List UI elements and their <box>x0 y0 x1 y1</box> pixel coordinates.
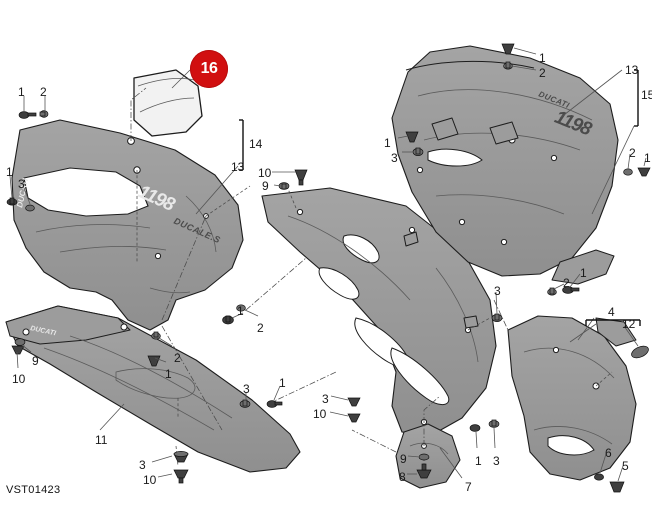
callout-label: 2 <box>174 351 181 365</box>
callout-label: 7 <box>465 480 472 494</box>
callout-label: 4 <box>608 305 615 319</box>
windscreen-part-16 <box>133 69 203 137</box>
fastener-1a <box>18 111 37 119</box>
callout-label: 8 <box>399 470 406 484</box>
fastener-6a <box>594 473 604 481</box>
callout-label: 3 <box>322 392 329 406</box>
callout-label: 9 <box>262 179 269 193</box>
fastener-3b <box>25 204 35 212</box>
callout-label: 1 <box>475 454 482 468</box>
highlight-badge-16[interactable]: 16 <box>190 50 228 88</box>
callout-label: 6 <box>605 446 612 460</box>
callout-label: 1 <box>580 266 587 280</box>
callout-label: 10 <box>143 473 157 487</box>
callout-label: 15 <box>641 88 652 102</box>
fastener-5a <box>609 481 625 493</box>
callout-label: 1 <box>165 367 172 381</box>
fastener-1f <box>405 131 419 143</box>
fastener-9c <box>418 453 430 461</box>
fastener-3g <box>491 313 503 322</box>
callout-label: 5 <box>622 459 629 473</box>
fastener-10a <box>294 169 308 186</box>
dimension-brackets <box>195 69 641 343</box>
fastener-10c <box>11 345 25 355</box>
fastener-3a <box>6 197 18 206</box>
callout-leaders <box>9 47 647 482</box>
fastener-9b <box>14 338 26 346</box>
callout-label: 9 <box>32 354 39 368</box>
fastener-10d <box>347 413 361 423</box>
fastener-symbols <box>6 43 651 493</box>
fastener-2d <box>503 61 513 70</box>
fastener-2f <box>547 287 557 296</box>
callout-label: 3 <box>243 382 250 396</box>
fastener-2b <box>236 304 246 312</box>
callout-label: 13 <box>625 63 639 77</box>
fastener-2e <box>623 168 633 176</box>
right-upper-fairing-panel: DUCATI 1198 <box>391 45 619 285</box>
callout-label: 1 <box>539 51 546 65</box>
callout-label: 3 <box>139 458 146 472</box>
callout-label: 10 <box>258 166 272 180</box>
fastener-8a <box>416 463 432 479</box>
fastener-3f <box>412 147 424 156</box>
callout-label: 2 <box>257 321 264 335</box>
fastener-10b <box>173 469 189 484</box>
fastener-1b <box>222 315 234 325</box>
callout-label: 13 <box>231 160 245 174</box>
callout-label: 12 <box>622 317 636 331</box>
drawing-code-label: VST01423 <box>6 484 61 496</box>
callout-label: 2 <box>539 66 546 80</box>
callout-label: 3 <box>494 284 501 298</box>
part-12-clip <box>631 345 649 359</box>
callout-label: 1 <box>18 85 25 99</box>
fastener-2a <box>39 110 49 118</box>
callout-label: 1 <box>384 136 391 150</box>
callout-label: 3 <box>391 151 398 165</box>
callout-label: 10 <box>12 372 26 386</box>
front-fender-panel <box>507 315 637 481</box>
fastener-1e <box>501 43 515 55</box>
fastener-1g <box>637 167 651 177</box>
left-lower-fairing-panel: DUCATI <box>5 305 301 473</box>
fastener-3e <box>347 397 361 407</box>
callout-label: 3 <box>18 177 25 191</box>
callout-label: 2 <box>563 276 570 290</box>
fastener-3h <box>488 419 500 428</box>
left-upper-fairing-panel: 1198 DUCALE.S DUCATI <box>11 119 244 331</box>
fastener-1i <box>469 424 481 432</box>
fastener-1d <box>266 400 283 408</box>
fastener-3c <box>173 451 189 463</box>
callout-label: 3 <box>493 454 500 468</box>
fastener-1h <box>562 286 580 294</box>
callout-label: 14 <box>249 137 263 151</box>
fastener-3d <box>239 399 251 408</box>
callout-label: 2 <box>629 146 636 160</box>
callout-label: 2 <box>40 85 47 99</box>
callout-label: 10 <box>313 407 327 421</box>
callout-label: 1 <box>644 151 651 165</box>
callout-label: 11 <box>95 433 108 447</box>
callout-label: 1 <box>279 376 286 390</box>
callout-label: 9 <box>400 452 407 466</box>
fastener-2c <box>151 331 161 340</box>
callout-label: 1 <box>6 165 13 179</box>
callout-label: 1 <box>237 304 244 318</box>
